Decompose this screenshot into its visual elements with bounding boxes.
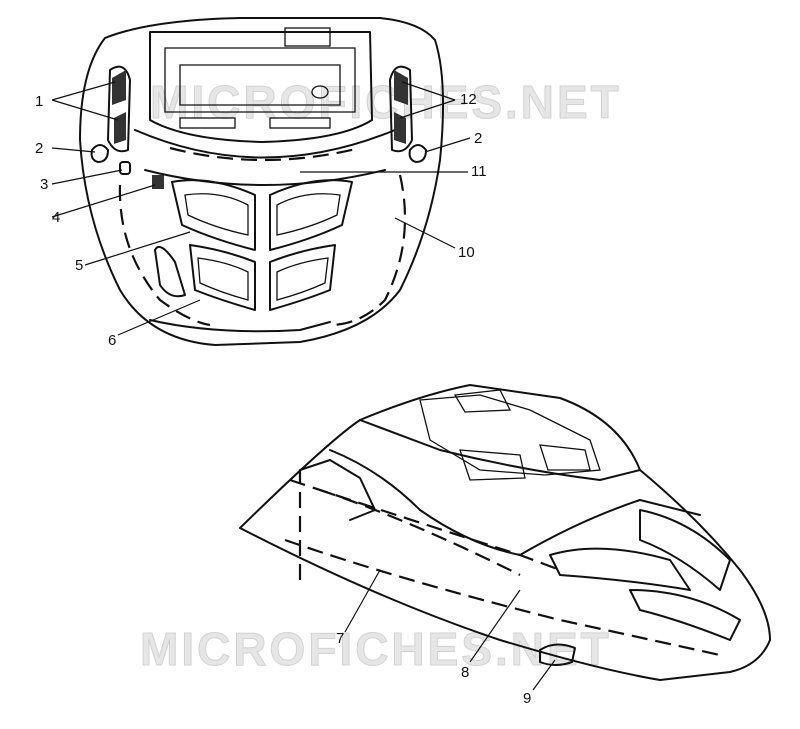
callout-11: 11 [471, 163, 487, 180]
side-louver-left [107, 65, 131, 153]
windshield-opening [149, 31, 373, 143]
callout-9: 9 [523, 690, 531, 707]
side-louver-right [389, 65, 413, 153]
leader-lines [51, 81, 556, 691]
decal-11-stripe [169, 146, 361, 162]
callout-4: 4 [52, 209, 60, 226]
decal-9-tab [539, 643, 576, 666]
callout-7: 7 [336, 630, 344, 647]
callout-6: 6 [108, 332, 116, 349]
hood-side-outline [239, 384, 771, 681]
callout-1: 1 [35, 93, 43, 110]
callout-12: 12 [460, 91, 477, 108]
decal-10-stripe [329, 174, 407, 327]
knob-left [90, 144, 109, 163]
callout-labels: 1 2 3 4 5 6 12 2 11 10 7 8 9 [35, 91, 531, 707]
callout-3: 3 [40, 176, 48, 193]
callout-10: 10 [458, 244, 475, 261]
watermark-top: MICROFICHES.NET [150, 76, 622, 128]
callout-8: 8 [461, 664, 469, 681]
decal-3 [119, 161, 131, 175]
decal-7-stripe [289, 478, 561, 572]
callout-5: 5 [75, 257, 83, 274]
vent-grid [171, 179, 353, 311]
knob-right [408, 144, 427, 163]
callout-2-left: 2 [35, 140, 43, 157]
callout-2-right: 2 [474, 130, 482, 147]
decal-4 [152, 175, 164, 189]
hood-outer-outline [79, 17, 445, 346]
hood-side-view [239, 384, 771, 681]
hood-front-view [79, 17, 445, 346]
